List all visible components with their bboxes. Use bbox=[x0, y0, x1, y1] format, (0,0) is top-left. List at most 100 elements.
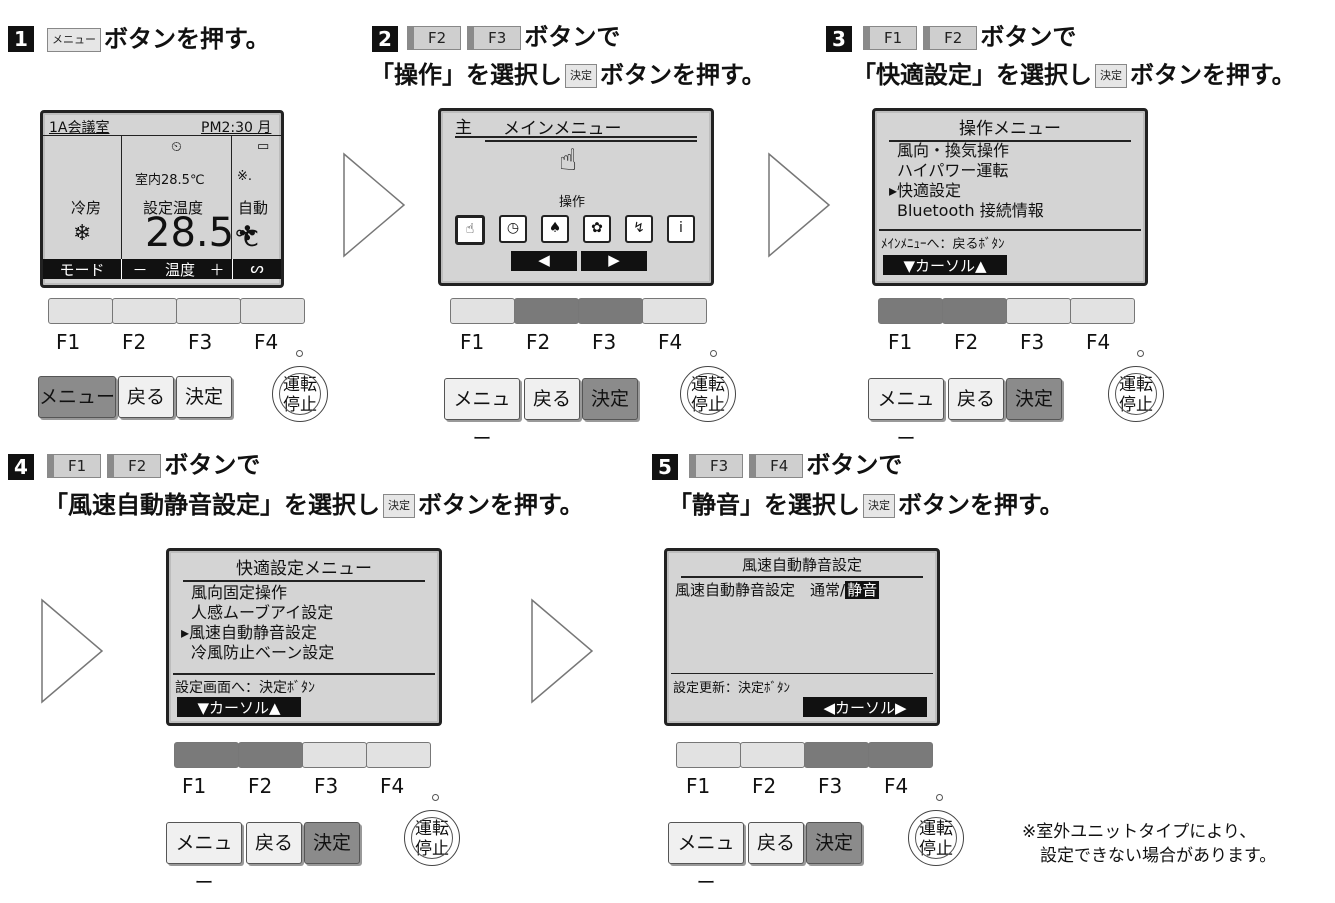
clock: PM2:30 月 bbox=[201, 120, 272, 136]
f1-key[interactable] bbox=[48, 298, 113, 324]
timer-icon: ⏲ bbox=[171, 139, 182, 155]
step-1-screen: 1A会議室 PM2:30 月 ⏲ ▭ 室内28.5℃ ※. 冷房 設定温度 自動… bbox=[40, 110, 284, 288]
f-key-bar-4 bbox=[174, 742, 431, 768]
menu-button[interactable]: メニュー bbox=[444, 378, 520, 450]
cool-icon: ❄ bbox=[73, 221, 92, 246]
power-led bbox=[710, 350, 717, 357]
f4-key[interactable] bbox=[642, 298, 707, 324]
menu-button[interactable]: メニュー bbox=[868, 378, 944, 450]
f3-key[interactable] bbox=[176, 298, 241, 324]
back-button[interactable]: 戻る bbox=[118, 376, 174, 418]
menu-item[interactable]: 風向固定操作 bbox=[191, 583, 288, 602]
f3-key[interactable] bbox=[578, 298, 643, 324]
enter-button[interactable]: 決定 bbox=[582, 378, 638, 420]
step-4-instruction-line2: 「風速自動静音設定」を選択し決定ボタンを押す。 bbox=[44, 491, 584, 519]
step-2-number: 2 bbox=[372, 26, 398, 52]
f4-key[interactable] bbox=[366, 742, 431, 768]
f2-key[interactable] bbox=[514, 298, 579, 324]
enter-button[interactable]: 決定 bbox=[1006, 378, 1062, 420]
set-temperature: 28.5℃ bbox=[145, 210, 259, 256]
swing-icon: ※. bbox=[237, 169, 253, 184]
step-2-screen: 主 メインメニュー ☝ 操作 ☝ ◷ ♠ ✿ ↯ i ◀ ▶ bbox=[438, 108, 714, 286]
f1-key[interactable] bbox=[676, 742, 741, 768]
power-led bbox=[296, 350, 303, 357]
f1-key[interactable] bbox=[174, 742, 239, 768]
back-button[interactable]: 戻る bbox=[748, 822, 804, 864]
cursor-bar: ▼カーソル▲ bbox=[177, 697, 301, 717]
power-led bbox=[432, 794, 439, 801]
menu-icon-row: ☝ ◷ ♠ ✿ ↯ i bbox=[455, 215, 695, 245]
power-button[interactable]: 運転停止 bbox=[1108, 366, 1164, 422]
step-3-screen: 操作メニュー 風向・換気操作 ハイパワー運転 ▸快適設定 Bluetooth 接… bbox=[872, 108, 1148, 286]
hint-text: 設定更新：決定ﾎﾞﾀﾝ bbox=[673, 681, 791, 696]
service-icon[interactable]: i bbox=[667, 215, 695, 243]
f-key-bar-5 bbox=[676, 742, 933, 768]
fan-icon: ✤ bbox=[239, 221, 256, 245]
power-button[interactable]: 運転停止 bbox=[272, 366, 328, 422]
f2-key[interactable] bbox=[112, 298, 177, 324]
menu-item[interactable]: 風向・換気操作 bbox=[897, 141, 1010, 160]
f3-key[interactable] bbox=[804, 742, 869, 768]
cursor-bar: ▼カーソル▲ bbox=[883, 255, 1007, 275]
back-button[interactable]: 戻る bbox=[246, 822, 302, 864]
step-3-instruction-line2: 「快適設定」を選択し決定ボタンを押す。 bbox=[852, 61, 1296, 89]
f2-key[interactable] bbox=[740, 742, 805, 768]
menu-item[interactable]: ハイパワー運転 bbox=[897, 161, 1009, 180]
power-button[interactable]: 運転停止 bbox=[404, 810, 460, 866]
step-4-screen: 快適設定メニュー 風向固定操作 人感ムーブアイ設定 ▸風速自動静音設定 冷風防止… bbox=[166, 548, 442, 726]
screen-title: メインメニュー bbox=[485, 114, 697, 142]
f-key-bar-3 bbox=[878, 298, 1135, 324]
menu-button[interactable]: メニュー bbox=[166, 822, 242, 894]
f2-key[interactable] bbox=[238, 742, 303, 768]
f4-key[interactable] bbox=[240, 298, 305, 324]
vane-icon: ▭ bbox=[257, 139, 270, 154]
menu-item[interactable]: Bluetooth 接続情報 bbox=[897, 201, 1044, 220]
hint-text: ﾒｲﾝﾒﾆｭｰへ：戻るﾎﾞﾀﾝ bbox=[881, 237, 1005, 252]
menu-item-selected[interactable]: ▸快適設定 bbox=[889, 181, 962, 200]
next-arrow-icon bbox=[531, 598, 594, 704]
menu-item[interactable]: 人感ムーブアイ設定 bbox=[191, 603, 334, 622]
room-name: 1A会議室 bbox=[49, 120, 110, 136]
set-temp-label: 設定温度 bbox=[143, 199, 204, 217]
f-key-bar-2 bbox=[450, 298, 707, 324]
power-button[interactable]: 運転停止 bbox=[680, 366, 736, 422]
energy-icon[interactable]: ♠ bbox=[541, 215, 569, 243]
f2-key[interactable] bbox=[942, 298, 1007, 324]
power-led bbox=[936, 794, 943, 801]
f4-key[interactable] bbox=[1070, 298, 1135, 324]
menu-item-selected[interactable]: ▸風速自動静音設定 bbox=[181, 623, 318, 642]
enter-button[interactable]: 決定 bbox=[176, 376, 232, 418]
maintenance-icon[interactable]: ↯ bbox=[625, 215, 653, 243]
settings-icon[interactable]: ✿ bbox=[583, 215, 611, 243]
timer-icon[interactable]: ◷ bbox=[499, 215, 527, 243]
f1-key[interactable] bbox=[450, 298, 515, 324]
hint-text: 設定画面へ：決定ﾎﾞﾀﾝ bbox=[175, 680, 315, 696]
screen-title: 快適設定メニュー bbox=[183, 554, 425, 582]
menu-button[interactable]: メニュー bbox=[668, 822, 744, 894]
menu-item[interactable]: 冷風防止ベーン設定 bbox=[191, 643, 335, 662]
back-button[interactable]: 戻る bbox=[524, 378, 580, 420]
quiet-option[interactable]: 静音 bbox=[845, 581, 880, 599]
operation-icon[interactable]: ☝ bbox=[455, 215, 485, 245]
back-button[interactable]: 戻る bbox=[948, 378, 1004, 420]
screen-title: 風速自動静音設定 bbox=[681, 554, 923, 578]
enter-button[interactable]: 決定 bbox=[806, 822, 862, 864]
f1-key[interactable] bbox=[878, 298, 943, 324]
hand-icon: ☝ bbox=[559, 143, 578, 178]
f4-key[interactable] bbox=[868, 742, 933, 768]
f-key-bar-1 bbox=[48, 298, 305, 324]
enter-button[interactable]: 決定 bbox=[304, 822, 360, 864]
f3-key[interactable] bbox=[302, 742, 367, 768]
power-button[interactable]: 運転停止 bbox=[908, 810, 964, 866]
menu-button[interactable]: メニュー bbox=[38, 376, 116, 418]
selected-caption: 操作 bbox=[559, 195, 586, 210]
f3-key[interactable] bbox=[1006, 298, 1071, 324]
fan-auto-label: 自動 bbox=[238, 199, 269, 217]
mode-label: 冷房 bbox=[71, 199, 102, 217]
